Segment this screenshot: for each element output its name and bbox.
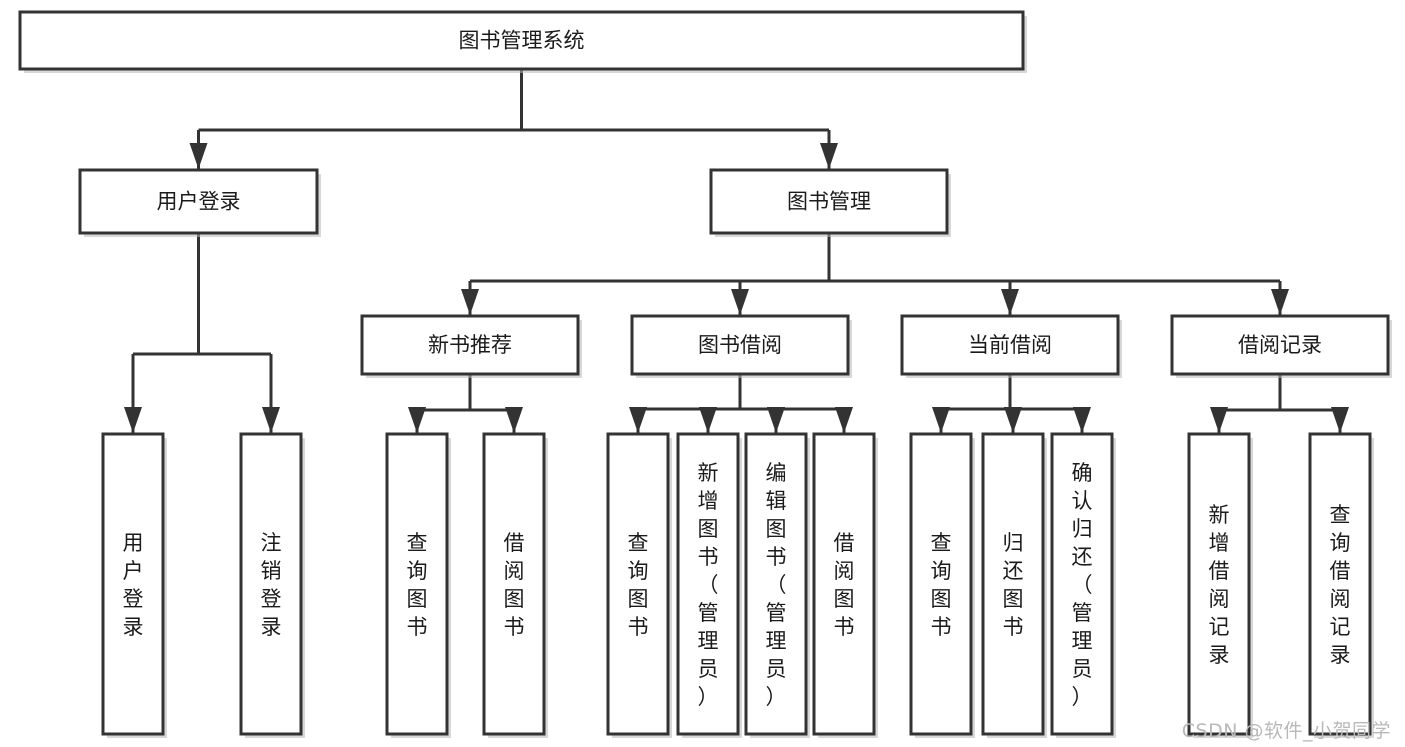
node-box[interactable] bbox=[606, 432, 670, 736]
node-new-book-rec[interactable]: 新书推荐 bbox=[360, 314, 580, 376]
node-leaf-query-book-1[interactable]: 查询图书 bbox=[385, 432, 449, 736]
arrow-head-icon bbox=[699, 407, 717, 433]
node-label: 查询借阅记录 bbox=[1330, 503, 1351, 667]
arrow-head-icon bbox=[1001, 289, 1019, 315]
node-box[interactable] bbox=[18, 10, 1025, 71]
node-box[interactable] bbox=[981, 432, 1045, 736]
node-leaf-user-logout[interactable]: 注销登录 bbox=[239, 432, 303, 736]
watermark-label: CSDN @软件_小贺同学 bbox=[1181, 720, 1391, 742]
node-label: 注销登录 bbox=[261, 531, 282, 639]
arrow-head-icon bbox=[1331, 407, 1349, 433]
node-leaf-query-book-2[interactable]: 查询图书 bbox=[606, 432, 670, 736]
node-box[interactable] bbox=[744, 432, 808, 736]
arrow-head-icon bbox=[731, 289, 749, 315]
arrow-head-icon bbox=[1004, 407, 1022, 433]
node-leaf-borrow-book-1[interactable]: 借阅图书 bbox=[482, 432, 546, 736]
node-leaf-query-book-3[interactable]: 查询图书 bbox=[909, 432, 973, 736]
node-label: 图书借阅 bbox=[698, 333, 782, 357]
node-book-borrow[interactable]: 图书借阅 bbox=[630, 314, 850, 376]
node-leaf-confirm-return[interactable]: 确认归还（管理员） bbox=[1050, 432, 1114, 736]
arrow-head-icon bbox=[408, 407, 426, 433]
node-label: 归还图书 bbox=[1003, 531, 1024, 639]
node-leaf-borrow-book-2[interactable]: 借阅图书 bbox=[812, 432, 876, 736]
node-label: 借阅图书 bbox=[834, 531, 855, 639]
arrow-head-icon bbox=[820, 143, 838, 169]
node-box[interactable] bbox=[1187, 432, 1251, 736]
node-label: 查询图书 bbox=[407, 531, 428, 639]
arrow-head-icon bbox=[767, 407, 785, 433]
node-box[interactable] bbox=[900, 314, 1120, 376]
arrow-head-icon bbox=[262, 407, 280, 433]
node-box[interactable] bbox=[630, 314, 850, 376]
node-label: 查询图书 bbox=[628, 531, 649, 639]
node-label: 用户登录 bbox=[123, 531, 144, 639]
node-label: 借阅图书 bbox=[504, 531, 525, 639]
node-box[interactable] bbox=[709, 168, 949, 235]
node-box[interactable] bbox=[1050, 432, 1114, 736]
node-box[interactable] bbox=[1170, 314, 1390, 376]
node-layer: 图书管理系统用户登录图书管理新书推荐图书借阅当前借阅借阅记录用户登录注销登录查询… bbox=[18, 10, 1392, 738]
arrow-head-icon bbox=[835, 407, 853, 433]
node-leaf-return-book[interactable]: 归还图书 bbox=[981, 432, 1045, 736]
node-box[interactable] bbox=[239, 432, 303, 736]
node-leaf-user-login[interactable]: 用户登录 bbox=[101, 432, 165, 736]
node-box[interactable] bbox=[101, 432, 165, 736]
arrow-head-icon bbox=[1271, 289, 1289, 315]
node-leaf-edit-book[interactable]: 编辑图书（管理员） bbox=[744, 432, 808, 736]
node-root[interactable]: 图书管理系统 bbox=[18, 10, 1025, 71]
node-leaf-add-record[interactable]: 新增借阅记录 bbox=[1187, 432, 1251, 736]
node-user-login[interactable]: 用户登录 bbox=[78, 168, 319, 235]
node-borrow-record[interactable]: 借阅记录 bbox=[1170, 314, 1390, 376]
arrow-head-icon bbox=[461, 289, 479, 315]
node-box[interactable] bbox=[78, 168, 319, 235]
arrow-head-icon bbox=[124, 407, 142, 433]
node-box[interactable] bbox=[812, 432, 876, 736]
node-box[interactable] bbox=[676, 432, 740, 736]
node-box[interactable] bbox=[385, 432, 449, 736]
node-label: 新增借阅记录 bbox=[1209, 503, 1230, 667]
node-box[interactable] bbox=[909, 432, 973, 736]
node-box[interactable] bbox=[1308, 432, 1372, 736]
node-label: 借阅记录 bbox=[1238, 333, 1322, 357]
node-leaf-add-book[interactable]: 新增图书（管理员） bbox=[676, 432, 740, 736]
node-label: 用户登录 bbox=[157, 190, 241, 214]
node-label: 确认归还（管理员） bbox=[1072, 461, 1093, 709]
node-label: 新增图书（管理员） bbox=[698, 461, 719, 709]
arrow-head-icon bbox=[932, 407, 950, 433]
node-label: 图书管理 bbox=[787, 190, 871, 214]
arrow-head-icon bbox=[505, 407, 523, 433]
node-label: 查询图书 bbox=[931, 531, 952, 639]
edge-layer bbox=[124, 69, 1349, 433]
node-box[interactable] bbox=[482, 432, 546, 736]
arrow-head-icon bbox=[1210, 407, 1228, 433]
arrow-head-icon bbox=[629, 407, 647, 433]
arrow-head-icon bbox=[189, 143, 208, 169]
node-book-manage[interactable]: 图书管理 bbox=[709, 168, 949, 235]
node-label: 图书管理系统 bbox=[459, 29, 585, 53]
node-current-borrow[interactable]: 当前借阅 bbox=[900, 314, 1120, 376]
arrow-head-icon bbox=[1073, 407, 1091, 433]
node-label: 编辑图书（管理员） bbox=[766, 461, 787, 709]
node-label: 当前借阅 bbox=[968, 333, 1052, 357]
node-leaf-query-record[interactable]: 查询借阅记录 bbox=[1308, 432, 1372, 736]
node-label: 新书推荐 bbox=[428, 333, 512, 357]
node-box[interactable] bbox=[360, 314, 580, 376]
